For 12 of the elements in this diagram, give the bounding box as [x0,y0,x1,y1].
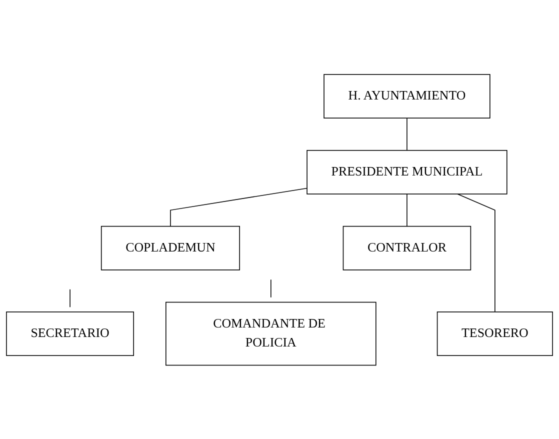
position-box: H. AYUNTAMIENTO [324,74,490,118]
connector-line [270,278,272,298]
position-box: PRESIDENTE MUNICIPAL [306,150,508,194]
position-box: CONTRALOR [342,226,472,270]
connector-line [406,117,408,150]
position-box: COPLADEMUN [100,226,240,270]
position-box: COMANDANTE DE POLICIA [166,301,376,366]
connector-line [170,187,308,226]
connector-line [406,193,408,226]
position-box: TESORERO [436,311,553,356]
position-box: SECRETARIO [6,311,134,356]
connector-line [457,193,496,312]
